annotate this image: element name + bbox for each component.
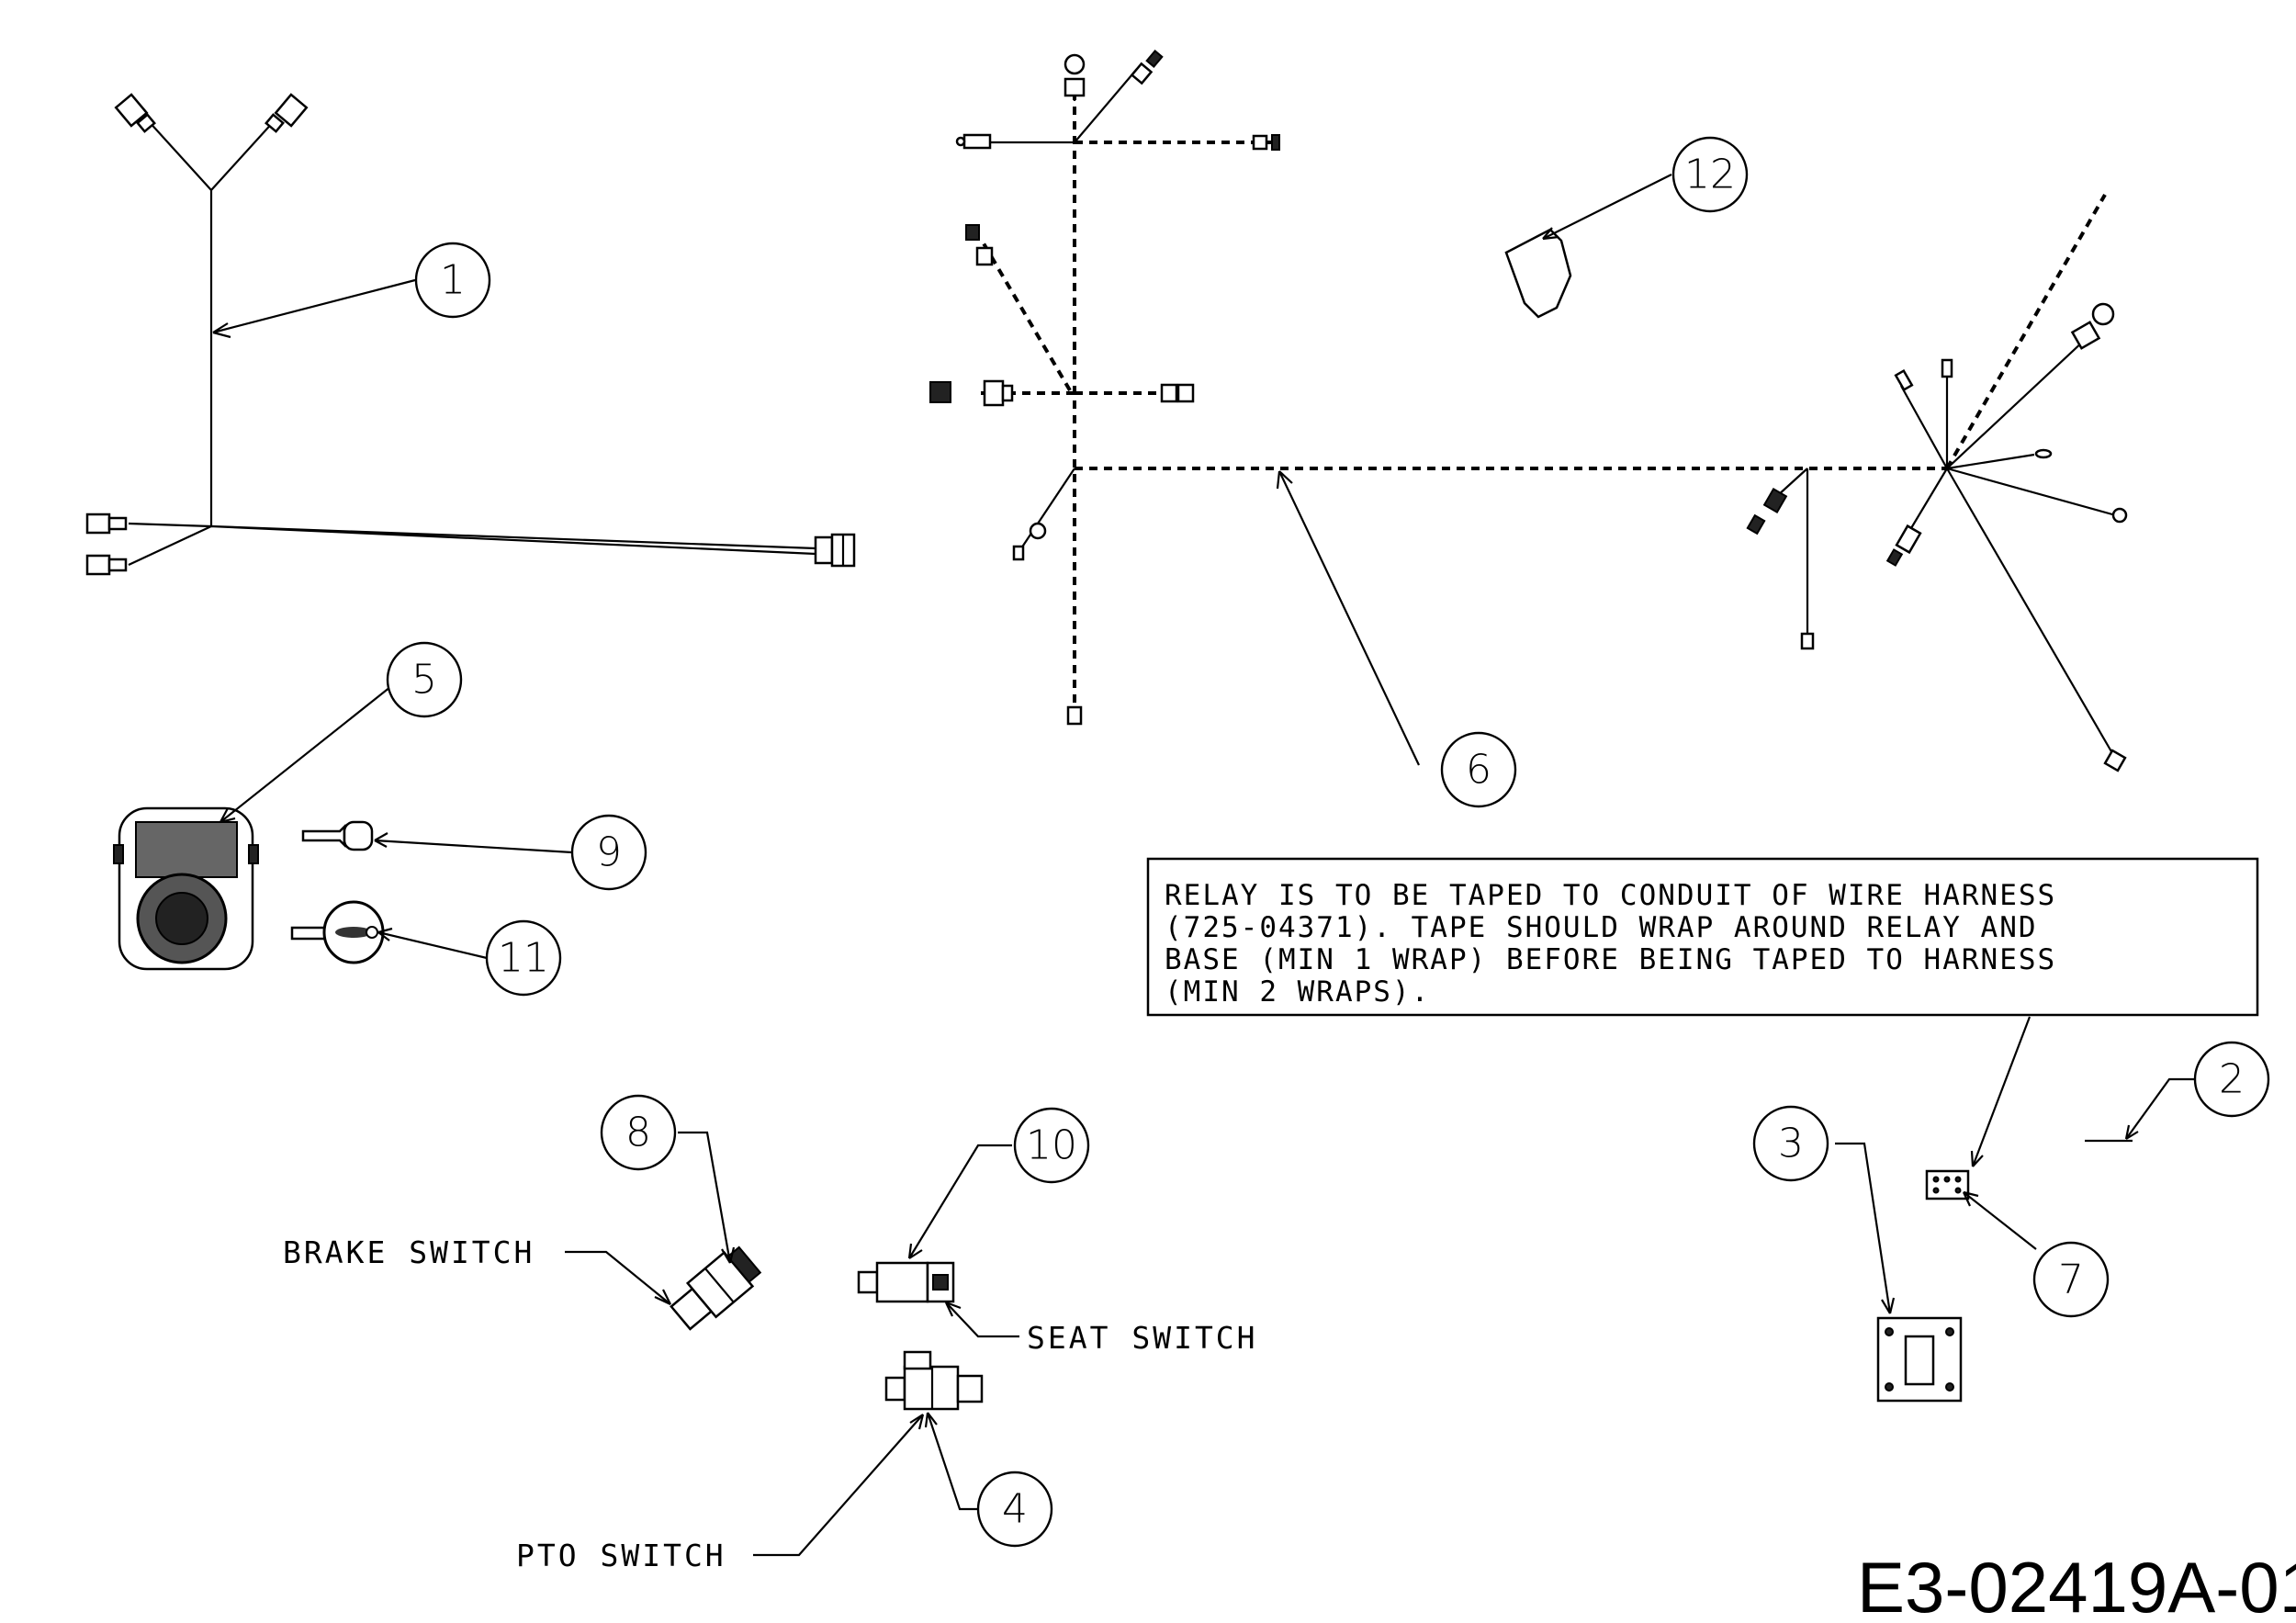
- callout-2: 2: [2193, 1041, 2270, 1118]
- connector-icon: [2070, 302, 2115, 350]
- svg-text:8: 8: [625, 1110, 651, 1156]
- pto-switch-part-4: [753, 1350, 984, 1557]
- connector-icon: [85, 513, 128, 535]
- svg-text:6: 6: [1466, 747, 1491, 794]
- connector-icon: [1012, 522, 1047, 561]
- note-line: (MIN 2 WRAPS).: [1165, 975, 1430, 1009]
- relay-base-part-3: [1835, 1142, 1963, 1403]
- relay-part-7: [1925, 1016, 2037, 1250]
- callout-1: 1: [414, 242, 491, 319]
- note-line: RELAY IS TO BE TAPED TO CONDUIT OF WIRE …: [1165, 879, 2056, 912]
- connector-icon: [1252, 134, 1280, 151]
- seat-switch-part-10: [857, 1144, 1019, 1338]
- harness-part-1: [85, 93, 856, 576]
- svg-text:11: 11: [498, 935, 549, 982]
- connector-icon: [1941, 358, 1953, 378]
- connector-icon: [1066, 705, 1083, 726]
- callout-5: 5: [386, 641, 463, 718]
- brake-switch-part-8: [565, 1131, 762, 1331]
- connector-icon: [1746, 487, 1788, 535]
- svg-text:4: 4: [1002, 1486, 1028, 1533]
- harness-part-6: [929, 50, 2128, 772]
- connector-icon: [85, 554, 128, 576]
- callout-4: 4: [976, 1471, 1053, 1548]
- callout-8: 8: [600, 1094, 677, 1171]
- connector-icon: [1130, 50, 1164, 85]
- svg-text:9: 9: [596, 829, 622, 876]
- connector-icon: [2103, 749, 2127, 772]
- svg-text:12: 12: [1684, 152, 1736, 198]
- part-2: [2085, 1077, 2195, 1143]
- svg-text:10: 10: [1026, 1122, 1077, 1169]
- connector-icon: [955, 133, 992, 150]
- svg-text:2: 2: [2219, 1056, 2245, 1103]
- brake-switch-label: BRAKE SWITCH: [283, 1234, 535, 1270]
- connector-icon: [1800, 632, 1815, 650]
- svg-text:1: 1: [440, 257, 466, 304]
- connector-icon: [1885, 524, 1922, 567]
- ignition-switch-part-5: [113, 679, 400, 971]
- connector-icon: [2111, 507, 2128, 524]
- callout-10: 10: [1013, 1107, 1090, 1184]
- relay-note: RELAY IS TO BE TAPED TO CONDUIT OF WIRE …: [1146, 857, 2259, 1017]
- pto-switch-label: PTO SWITCH: [516, 1538, 726, 1573]
- connector-icon: [1160, 383, 1195, 403]
- key-part-11: [290, 900, 488, 964]
- callout-12: 12: [1671, 136, 1749, 213]
- svg-text:7: 7: [2058, 1257, 2084, 1303]
- connector-icon: [965, 224, 994, 266]
- connector-icon: [1894, 368, 1914, 392]
- callout-11: 11: [485, 919, 562, 997]
- svg-text:3: 3: [1778, 1121, 1804, 1167]
- callout-9: 9: [570, 814, 647, 891]
- connector-icon: [814, 533, 856, 568]
- callout-6: 6: [1440, 731, 1517, 808]
- svg-text:5: 5: [411, 657, 437, 704]
- callout-7: 7: [2032, 1241, 2110, 1318]
- connector-icon: [264, 93, 309, 133]
- connector-icon: [2034, 448, 2053, 459]
- note-line: (725-04371). TAPE SHOULD WRAP AROUND REL…: [1165, 911, 2038, 944]
- connector-icon: [114, 93, 156, 133]
- part-12: [1504, 174, 1672, 319]
- callout-3: 3: [1752, 1105, 1829, 1182]
- key-part-9: [301, 820, 573, 854]
- drawing-number: E3-02419A-01: [1857, 1547, 2296, 1623]
- connector-icon: [1064, 53, 1086, 97]
- connector-icon: [929, 379, 1014, 407]
- seat-switch-label: SEAT SWITCH: [1027, 1320, 1258, 1356]
- note-line: BASE (MIN 1 WRAP) BEFORE BEING TAPED TO …: [1165, 943, 2056, 976]
